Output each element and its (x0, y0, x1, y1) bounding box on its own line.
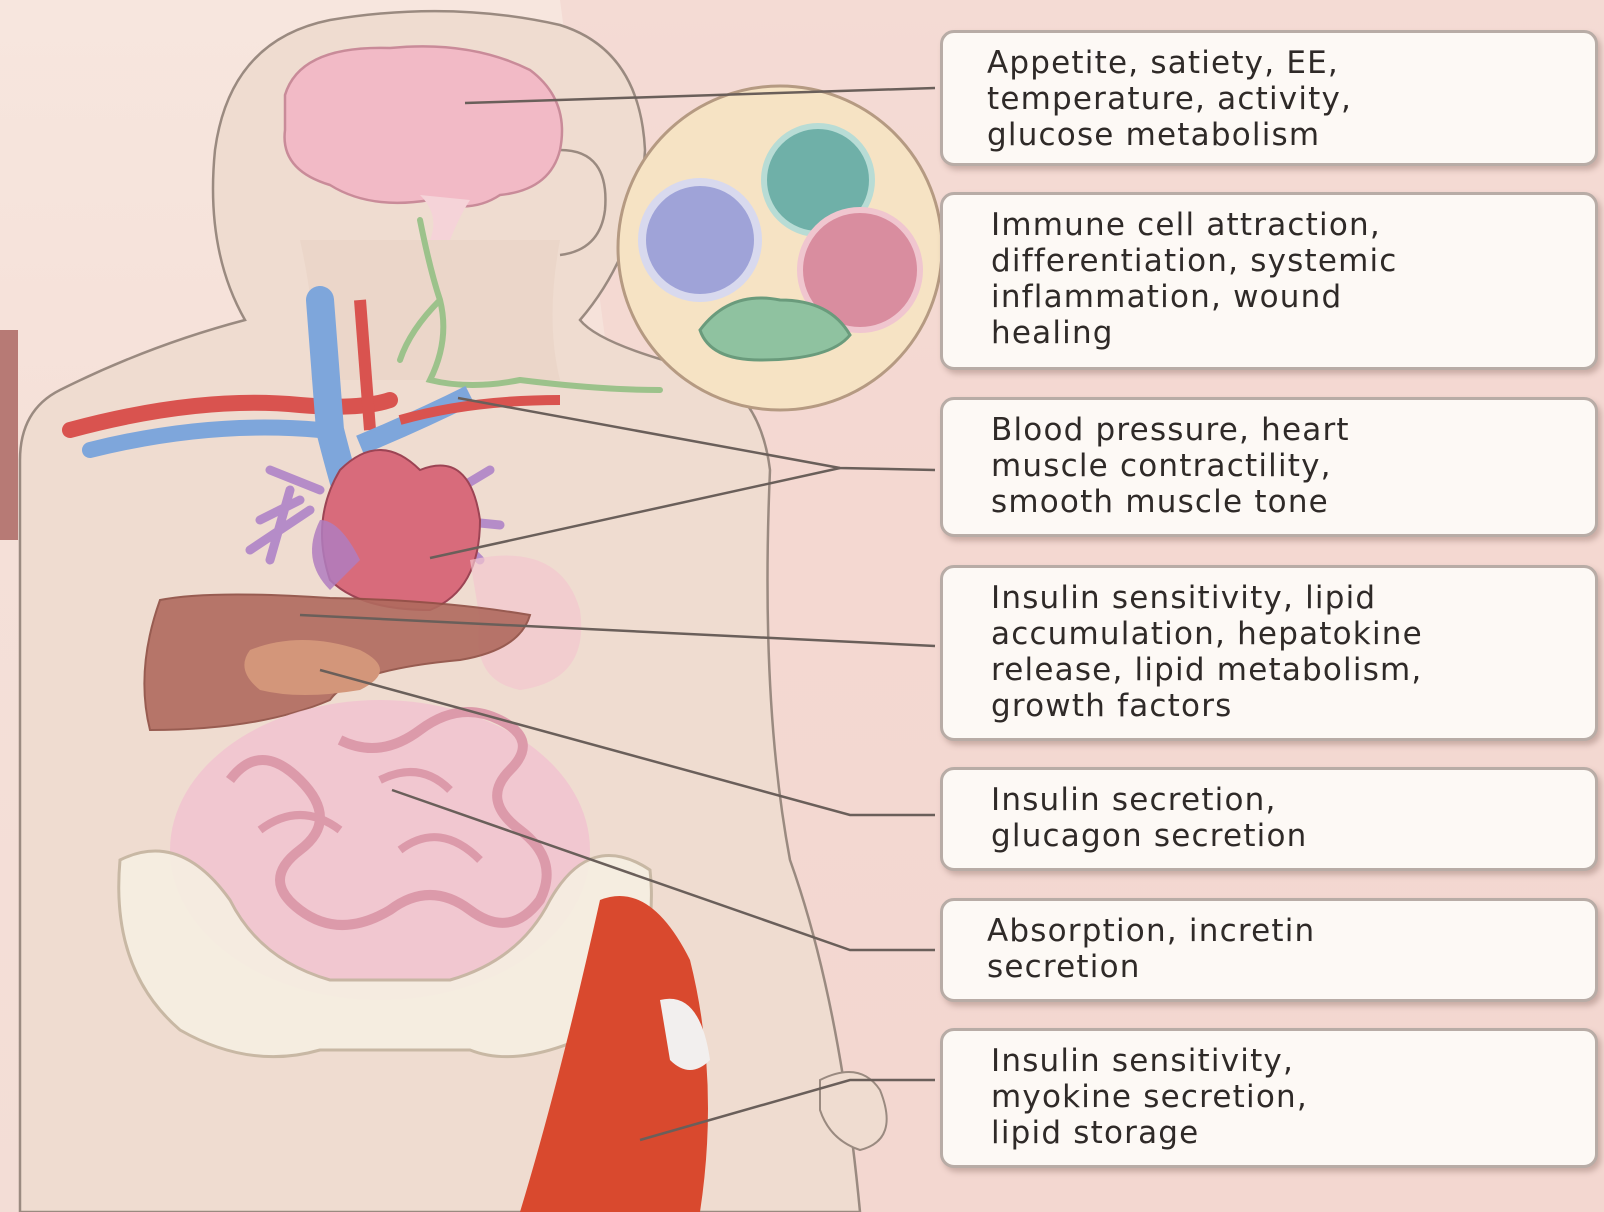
label-liver: Insulin sensitivity, lipid accumulation,… (940, 565, 1598, 741)
label-muscle: Insulin sensitivity, myokine secretion, … (940, 1028, 1598, 1168)
immune-cells (618, 86, 942, 410)
lymphocyte-icon (642, 182, 758, 298)
label-pancreas: Insulin secretion, glucagon secretion (940, 767, 1598, 871)
label-cardiovascular: Blood pressure, heart muscle contractili… (940, 397, 1598, 537)
heart (322, 450, 480, 610)
label-intestine: Absorption, incretin secretion (940, 898, 1598, 1002)
brain (285, 46, 562, 206)
label-brain: Appetite, satiety, EE, temperature, acti… (940, 30, 1598, 166)
label-immune: Immune cell attraction, differentiation,… (940, 192, 1598, 370)
